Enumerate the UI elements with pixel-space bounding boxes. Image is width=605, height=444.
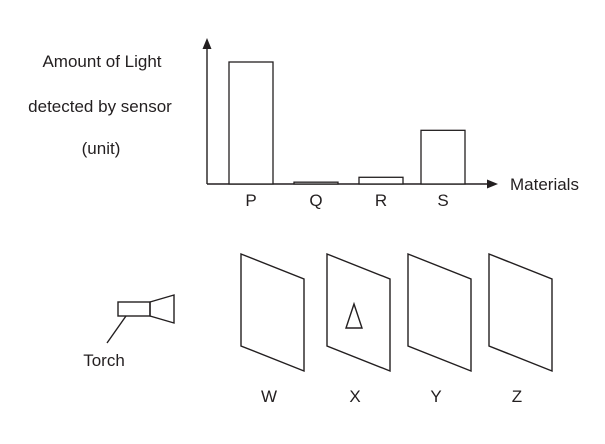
y-axis-arrowhead (202, 38, 212, 49)
x-axis-arrowhead (487, 179, 498, 189)
sheet-label-W: W (261, 387, 277, 406)
x-tick-label-P: P (245, 191, 256, 210)
x-tick-labels: P Q R S (245, 191, 448, 210)
x-tick-label-R: R (375, 191, 387, 210)
bar-P (228, 61, 274, 185)
sheet-panel-Z (488, 252, 553, 373)
sheet-label-Y: Y (430, 387, 441, 406)
sheet-W: W (240, 252, 305, 406)
sheet-X: X (326, 252, 391, 406)
bar-R (358, 176, 404, 185)
y-axis-label-line-1: Amount of Light (42, 52, 161, 71)
bar-chart: Amount of Light detected by sensor (unit… (28, 38, 579, 210)
torch-pointer-line (106, 315, 127, 344)
sheet-Y: Y (407, 252, 472, 406)
bar-Q (293, 181, 339, 185)
material-sheets: W X Y Z (240, 252, 553, 406)
sheet-panel-W (240, 252, 305, 373)
bars-group (228, 61, 466, 185)
x-tick-label-Q: Q (309, 191, 322, 210)
torch-head (149, 294, 175, 324)
x-axis-label: Materials (510, 175, 579, 194)
y-axis-label-line-3: (unit) (82, 139, 121, 158)
sheet-panel-Y (407, 252, 472, 373)
triangle-symbol (345, 301, 363, 329)
torch: Torch (83, 294, 175, 370)
sheet-label-X: X (349, 387, 360, 406)
torch-body (117, 301, 151, 317)
sheet-Z: Z (488, 252, 553, 406)
sheet-label-Z: Z (512, 387, 522, 406)
sheet-panel-X (326, 252, 391, 373)
torch-label: Torch (83, 351, 125, 370)
x-tick-label-S: S (437, 191, 448, 210)
y-axis-label-line-2: detected by sensor (28, 97, 172, 116)
bar-S (420, 129, 466, 185)
